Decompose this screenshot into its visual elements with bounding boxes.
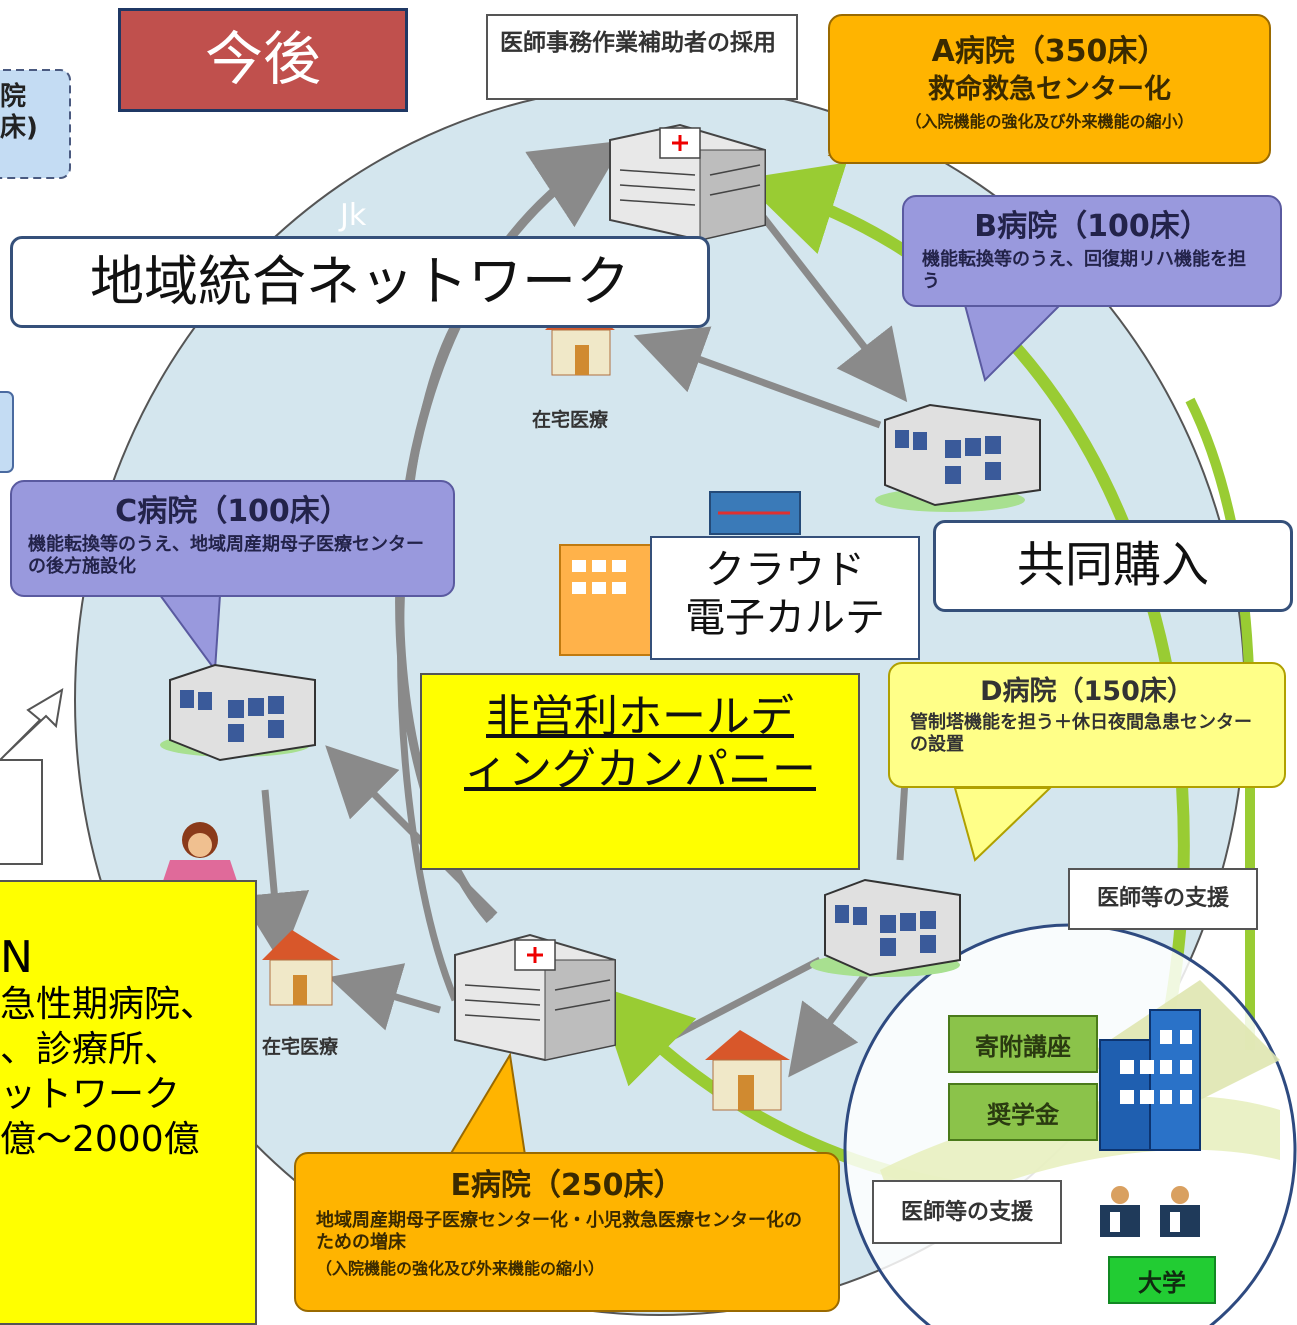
hospital-d-building-icon bbox=[810, 878, 961, 977]
arrow-e-to-home bbox=[328, 963, 441, 1031]
hospital-c-callout: C病院（100床） 機能転換等のうえ、地域周産期母子医療センターの後方施設化 bbox=[10, 480, 455, 597]
hospital-a-building-icon bbox=[609, 123, 766, 242]
hospital-b-desc: 機能転換等のうえ、回復期リハ機能を担う bbox=[922, 249, 1246, 292]
left-yellow-line3: 、診療所、 bbox=[0, 1029, 181, 1071]
left-yellow-line2: 急性期病院、 bbox=[0, 984, 217, 1026]
hospital-c-building-icon bbox=[160, 663, 316, 762]
holding-company-box: 非営利ホールデ ィングカンパニー bbox=[420, 673, 860, 870]
hospital-a-note: （入院機能の強化及び外来機能の縮小） bbox=[905, 112, 1194, 132]
scholarship-badge: 奨学金 bbox=[948, 1083, 1098, 1141]
joint-purchase-box: 共同購入 bbox=[933, 520, 1293, 612]
hospital-e-callout: E病院（250床） 地域周産期母子医療センター化・小児救急医療センター化のための… bbox=[294, 1152, 840, 1312]
left-white-box bbox=[0, 759, 43, 865]
hospital-d-name: D病院（150床） bbox=[980, 676, 1194, 707]
hospital-c-name: C病院（100床） bbox=[115, 494, 350, 529]
cloud-label-line2: 電子カルテ bbox=[685, 595, 885, 641]
endowed-chair-badge: 寄附講座 bbox=[948, 1015, 1098, 1073]
left-dashed-box bbox=[0, 69, 71, 179]
left-yellow-box: N 急性期病院、 、診療所、 ットワーク 億～2000億 bbox=[0, 880, 257, 1325]
hospital-a-name: A病院（350床） bbox=[931, 34, 1168, 69]
jk-label: Jk bbox=[340, 198, 367, 233]
hospital-b-callout: B病院（100床） 機能転換等のうえ、回復期リハ機能を担う bbox=[902, 195, 1282, 307]
hospital-a-desc: 救命救急センター化 bbox=[928, 74, 1171, 105]
hospital-b-name: B病院（100床） bbox=[974, 209, 1210, 244]
page-title: 今後 bbox=[118, 8, 408, 112]
top-note-box: 医師事務作業補助者の採用 bbox=[486, 14, 798, 100]
left-partial-top-line2: 床) bbox=[0, 113, 38, 144]
home-care-house-icon-bottom bbox=[705, 1030, 790, 1111]
holding-line2: ィングカンパニー bbox=[464, 743, 816, 795]
professors-icon bbox=[1100, 1186, 1200, 1237]
joint-purchase-label: 共同購入 bbox=[1016, 537, 1209, 594]
top-note-text: 医師事務作業補助者の採用 bbox=[500, 30, 776, 56]
left-partial-top-line1: 院 bbox=[0, 82, 27, 112]
arrow-d-down bbox=[788, 972, 868, 1078]
left-outline-arrow bbox=[0, 688, 64, 761]
university-badge: 大学 bbox=[1108, 1256, 1216, 1304]
left-blue-box bbox=[0, 391, 14, 473]
holding-line1: 非営利ホールデ bbox=[486, 691, 794, 742]
left-yellow-line1: N bbox=[0, 932, 33, 983]
left-yellow-line5: 億～2000億 bbox=[0, 1119, 200, 1161]
doctor-support-box-right: 医師等の支援 bbox=[1068, 868, 1258, 930]
hospital-e-note: （入院機能の強化及び外来機能の縮小） bbox=[316, 1259, 605, 1279]
home-care-house-icon-left bbox=[262, 930, 340, 1006]
doctor-support-label-bottom: 医師等の支援 bbox=[900, 1200, 1033, 1225]
ring-arrow-inner bbox=[397, 297, 473, 1002]
hospital-e-name: E病院（250床） bbox=[450, 1168, 684, 1203]
hospital-e-desc: 地域周産期母子医療センター化・小児救急医療センター化のための増床 bbox=[316, 1210, 802, 1253]
network-label: 地域統合ネットワーク bbox=[90, 249, 630, 313]
home-care-label-left: 在宅医療 bbox=[262, 1036, 339, 1058]
d-callout-tail bbox=[953, 787, 1053, 862]
network-label-box: 地域統合ネットワーク bbox=[10, 236, 710, 328]
doctor-support-label-right: 医師等の支援 bbox=[1096, 886, 1229, 911]
left-yellow-line4: ットワーク bbox=[0, 1074, 181, 1116]
hospital-d-callout: D病院（150床） 管制塔機能を担う＋休日夜間急患センターの設置 bbox=[888, 662, 1286, 788]
hospital-a-callout: A病院（350床） 救命救急センター化 （入院機能の強化及び外来機能の縮小） bbox=[828, 14, 1271, 164]
arrow-d-up bbox=[896, 779, 909, 861]
home-care-label-top: 在宅医療 bbox=[532, 409, 609, 431]
cloud-label-line1: クラウド bbox=[705, 547, 865, 593]
doctor-support-box-bottom: 医師等の支援 bbox=[872, 1180, 1062, 1244]
left-partial-top: 院 床) bbox=[0, 82, 60, 144]
university-building-icon bbox=[1099, 1009, 1201, 1151]
hospital-b-building-icon bbox=[875, 403, 1041, 512]
hospital-e-building-icon bbox=[454, 933, 616, 1062]
arrow-c-down bbox=[239, 789, 310, 963]
arrow-home-b bbox=[633, 326, 882, 429]
hospital-c-desc: 機能転換等のうえ、地域周産期母子医療センターの後方施設化 bbox=[28, 534, 424, 577]
hospital-d-desc: 管制塔機能を担う＋休日夜間急患センターの設置 bbox=[910, 712, 1252, 755]
cloud-emr-box: クラウド 電子カルテ bbox=[650, 536, 920, 660]
holding-building-icon bbox=[559, 491, 801, 656]
